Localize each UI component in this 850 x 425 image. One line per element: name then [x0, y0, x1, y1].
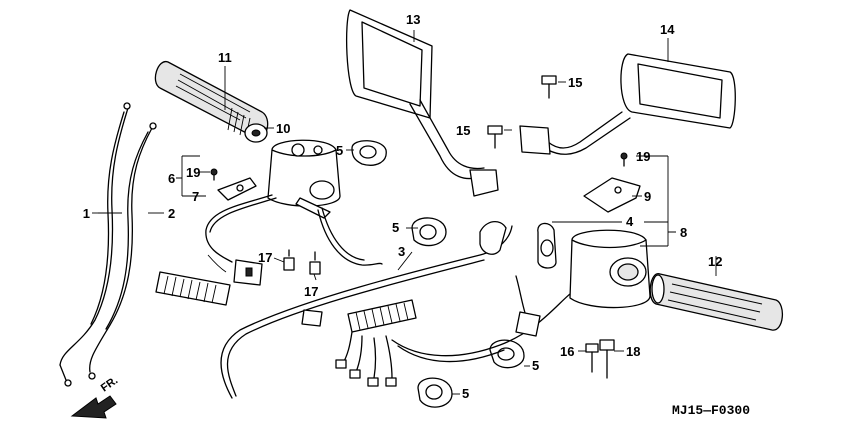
left-small-connector	[233, 259, 263, 286]
callout-7: 7	[192, 189, 199, 204]
callout-5-d: 5	[462, 386, 469, 401]
front-direction-arrow	[70, 395, 117, 419]
connector-lead	[207, 254, 227, 273]
left-switch-housing	[267, 139, 341, 219]
callout-4: 4	[626, 214, 634, 229]
main-connector-block	[347, 299, 417, 333]
callout-19-a: 19	[186, 165, 200, 180]
clamp-a	[351, 140, 387, 166]
callout-10: 10	[276, 121, 290, 136]
left-mirror	[345, 9, 499, 197]
callout-6: 6	[168, 171, 175, 186]
callout-8: 8	[680, 225, 687, 240]
left-connector-block	[155, 271, 231, 306]
diagram-code: MJ15—F0300	[672, 403, 750, 418]
bolt-18	[599, 339, 615, 379]
callout-5-c: 5	[532, 358, 539, 373]
callout-14: 14	[660, 22, 675, 37]
right-switch-bracket	[583, 177, 641, 213]
right-harness-connector	[515, 311, 541, 337]
throttle-grip	[154, 61, 269, 139]
callout-19-b: 19	[636, 149, 650, 164]
throttle-cable-1	[59, 102, 131, 387]
callout-9: 9	[644, 189, 651, 204]
right-mirror	[519, 53, 736, 155]
callout-13: 13	[406, 12, 420, 27]
harness-small-connector	[301, 309, 323, 327]
throttle-cable-2	[88, 122, 157, 380]
clamp-d	[417, 377, 453, 408]
left-wire-harness	[205, 194, 383, 266]
clutch-bracket	[217, 177, 257, 201]
callout-12: 12	[708, 254, 722, 269]
callout-11: 11	[218, 50, 232, 65]
callout-2: 2	[168, 206, 175, 221]
callout-18: 18	[626, 344, 640, 359]
callout-17-a: 17	[258, 250, 272, 265]
callout-5-a: 5	[336, 143, 343, 158]
throttle-housing	[244, 123, 268, 143]
clamp-b	[411, 217, 447, 247]
callout-3: 3	[398, 244, 405, 259]
callout-15-b: 15	[456, 123, 470, 138]
callout-1: 1	[83, 206, 90, 221]
bolt-15-b	[487, 125, 503, 149]
main-connector-leads	[335, 331, 397, 387]
callout-15-a: 15	[568, 75, 582, 90]
main-wire-harness	[220, 221, 576, 399]
bolt-15-a	[541, 75, 557, 99]
right-switch-housing	[537, 222, 651, 309]
bolt-17-a	[283, 249, 295, 271]
callout-17-b: 17	[304, 284, 318, 299]
screw-19-left	[210, 168, 218, 181]
leader-lines	[92, 30, 717, 395]
right-grip	[649, 273, 783, 331]
bolt-16	[585, 343, 599, 373]
screw-19-right	[620, 152, 628, 167]
bolt-17-b	[309, 251, 321, 275]
callout-5-b: 5	[392, 220, 399, 235]
front-direction-label: FR.	[99, 374, 120, 394]
callout-16: 16	[560, 344, 574, 359]
